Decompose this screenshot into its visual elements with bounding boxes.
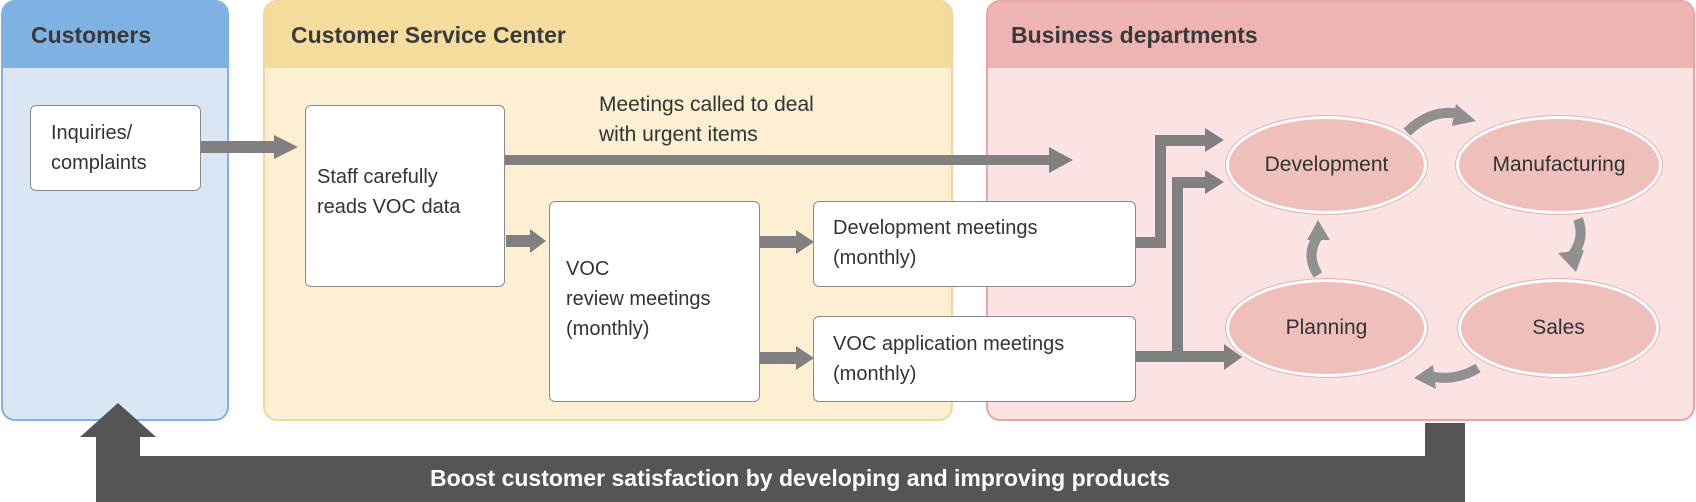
cycle-arrowhead-4 (1307, 220, 1330, 240)
cycle-arrow-sales-to-planning (1428, 363, 1481, 383)
cycle-arrow-development-to-manufacturing (1403, 107, 1462, 136)
customers-panel-title: Customers (3, 2, 227, 68)
arrowhead-to-development-upper (1205, 128, 1224, 152)
cycle-arrowhead-1 (1452, 104, 1476, 126)
development-meetings-box: Development meetings (monthly) (813, 201, 1136, 287)
connector-app-meetings-v (1172, 177, 1183, 362)
feedback-caption: Boost customer satisfaction by developin… (430, 465, 1170, 491)
arrowhead-staff-to-review (530, 229, 546, 253)
customer-service-center-panel-title: Customer Service Center (265, 2, 951, 68)
customers-panel: Customers (1, 0, 229, 421)
connector-dev-meetings-h (1136, 237, 1166, 248)
connector-dev-meetings-v (1155, 135, 1166, 248)
arrow-staff-to-review (506, 235, 532, 247)
development-node: Development (1226, 116, 1427, 214)
cycle-arrowhead-2 (1558, 250, 1584, 272)
business-departments-panel-title: Business departments (988, 2, 1693, 68)
feedback-arrow-left-leg (96, 435, 140, 502)
urgent-items-label: Meetings called to deal with urgent item… (599, 93, 814, 146)
arrowhead-review-to-app-meetings (796, 346, 814, 370)
arrowhead-urgent-items (1049, 147, 1073, 173)
feedback-arrowhead (80, 403, 156, 437)
staff-reads-voc-box: Staff carefully reads VOC data (305, 105, 505, 287)
connector-dev-meetings-top (1155, 135, 1207, 146)
arrowhead-inquiries-to-staff (274, 135, 298, 159)
manufacturing-node: Manufacturing (1456, 116, 1662, 214)
arrowhead-review-to-dev-meetings (796, 230, 814, 254)
cycle-arrowhead-3 (1414, 365, 1436, 389)
inquiries-complaints-box: Inquiries/ complaints (30, 105, 201, 191)
voc-review-meetings-box: VOC review meetings (monthly) (549, 201, 760, 402)
voc-application-meetings-box: VOC application meetings (monthly) (813, 316, 1136, 402)
arrowhead-to-development-lower (1205, 170, 1224, 194)
sales-node: Sales (1458, 279, 1659, 377)
arrow-review-to-dev-meetings (760, 236, 798, 248)
arrow-review-to-app-meetings (760, 352, 798, 364)
feedback-arrow-body (96, 456, 1465, 502)
arrow-inquiries-to-staff (200, 141, 276, 153)
arrow-urgent-items (505, 155, 1051, 165)
planning-node: Planning (1226, 279, 1427, 377)
connector-app-meetings-top (1172, 177, 1207, 188)
arrowhead-to-planning (1224, 344, 1242, 370)
cycle-arrow-planning-to-development (1306, 233, 1323, 278)
